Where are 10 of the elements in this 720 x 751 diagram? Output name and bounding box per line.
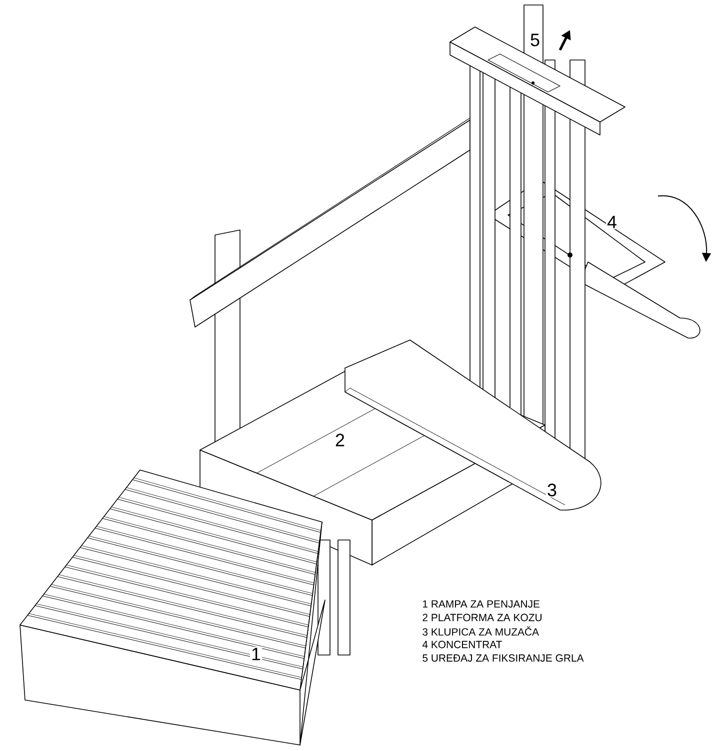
callout-number: 1 [250, 646, 262, 662]
legend-text: 3 KLUPICA ZA MUZAČA [422, 626, 539, 636]
callout-number: 4 [606, 214, 618, 230]
callout-number: 3 [546, 482, 558, 498]
legend-text: 2 PLATFORMA ZA KOZU [422, 614, 542, 622]
legend-text: 4 KONCENTRAT [422, 640, 502, 648]
callout-number: 2 [334, 432, 346, 448]
legend-text: 5 UREĐAJ ZA FIKSIRANJE GRLA [422, 654, 584, 662]
legend-text: 1 RAMPA ZA PENJANJE [423, 600, 540, 608]
callout-number: 5 [529, 32, 541, 48]
